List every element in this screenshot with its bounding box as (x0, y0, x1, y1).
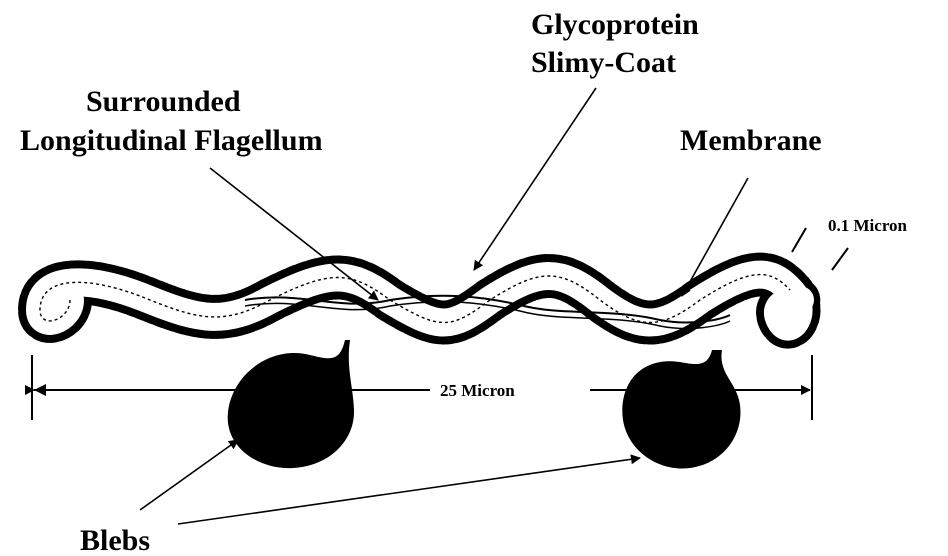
thickness-label: 0.1 Micron (828, 216, 908, 235)
flagellum-label-line2: Longitudinal Flagellum (20, 124, 323, 157)
slimy-coat-label: Slimy-Coat (531, 46, 676, 79)
bleb-right-arrow (178, 458, 640, 524)
length-label: 25 Micron (440, 381, 515, 400)
blebs-label: Blebs (80, 524, 150, 556)
bleb-left (228, 340, 354, 468)
bleb-left-arrow (140, 440, 238, 510)
bleb-right (622, 350, 740, 469)
glycoprotein-label: Glycoprotein (531, 8, 699, 41)
coat-arrow (474, 88, 596, 270)
spiral-body (40, 275, 800, 327)
flagellum-label-line1: Surrounded (86, 85, 241, 118)
membrane-label: Membrane (680, 124, 822, 157)
